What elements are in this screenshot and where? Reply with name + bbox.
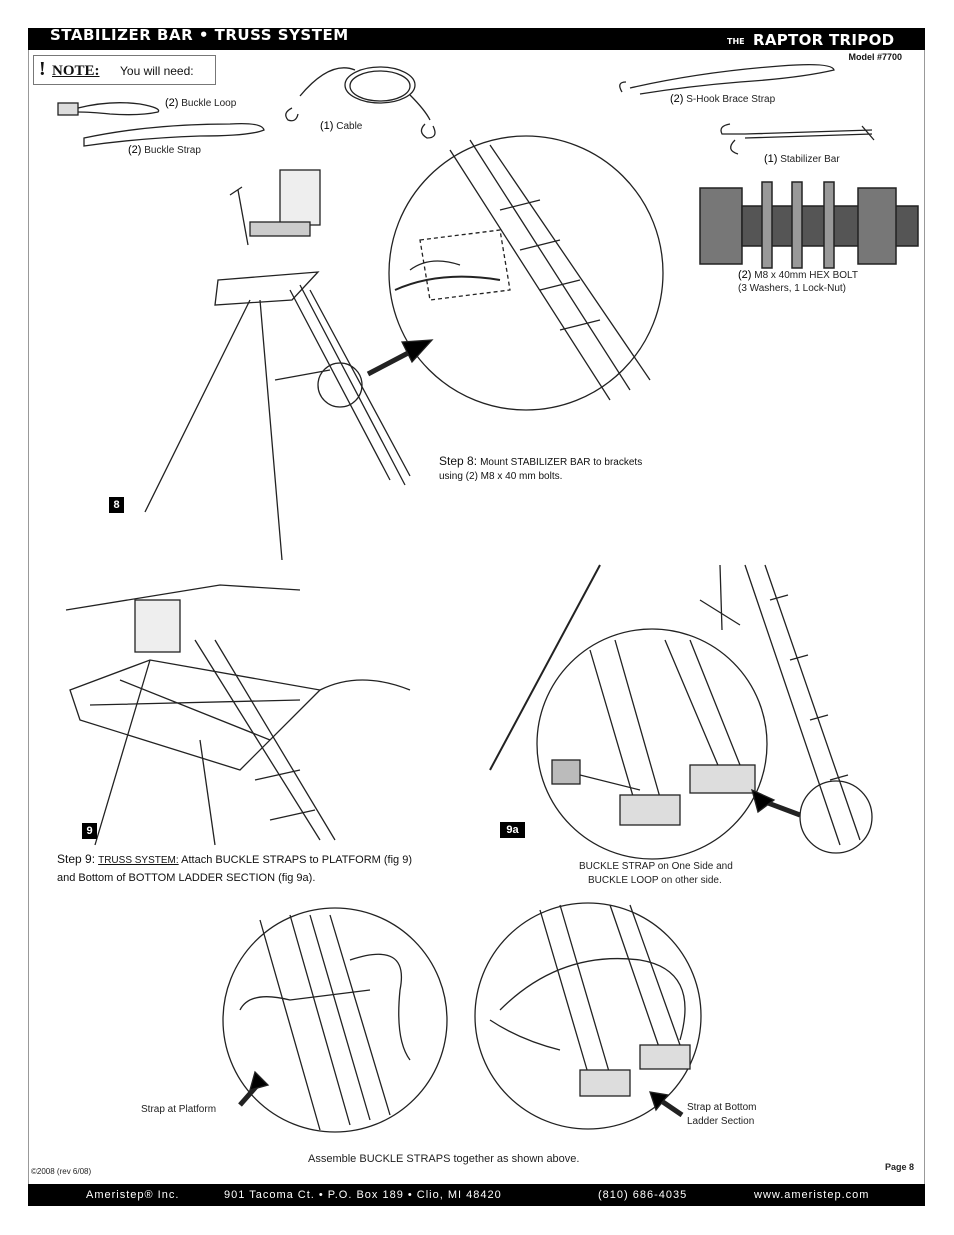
step-9-sub: TRUSS SYSTEM: [98, 855, 179, 866]
step-8-line2: using (2) M8 x 40 mm bolts. [439, 471, 563, 482]
part-buckle-strap: (2) Buckle Strap [128, 144, 201, 156]
part-stabilizer-bar: (1) Stabilizer Bar [764, 153, 840, 165]
footer-address: 901 Tacoma Ct. • P.O. Box 189 • Clio, MI… [224, 1189, 502, 1201]
brand-logo: THE RAPTOR TRIPOD [715, 28, 925, 50]
step-9-text2: and Bottom of BOTTOM LADDER SECTION [57, 872, 276, 884]
shook-strap-illustration [619, 64, 835, 95]
part-cable: (1) Cable [320, 120, 362, 132]
part-qty: (2) [165, 97, 179, 109]
copyright: ©2008 (rev 6/08) [31, 1167, 92, 1176]
page-number: Page 8 [885, 1162, 915, 1172]
footer-company: Ameristep® Inc. [86, 1189, 180, 1201]
caption-strap-bottom-2: Ladder Section [687, 1116, 755, 1127]
ladder-bottom-illustration [489, 564, 873, 860]
caption-buckle-side-2: BUCKLE LOOP on other side. [588, 875, 722, 886]
part-name: Buckle Loop [181, 98, 237, 109]
step-9-end: . [312, 872, 316, 884]
step-9-label: Step 9: [57, 852, 96, 866]
part-qty: (1) [320, 120, 334, 132]
footer-bar: Ameristep® Inc. 901 Tacoma Ct. • P.O. Bo… [28, 1184, 925, 1206]
part-qty: (2) [128, 144, 142, 156]
part-name: Buckle Strap [144, 145, 201, 156]
section-title: STABILIZER BAR • TRUSS SYSTEM [50, 26, 349, 44]
warning-icon: ! [39, 58, 46, 80]
brand-prefix: THE [727, 37, 745, 46]
cable-illustration [285, 66, 436, 139]
part-hex-bolt-detail: (3 Washers, 1 Lock-Nut) [738, 283, 846, 294]
buckle-strap-illustration [83, 122, 265, 147]
figure-9-label: 9 [82, 823, 97, 839]
part-hex-bolt: (2) M8 x 40mm HEX BOLT [738, 269, 858, 281]
strap-platform-circle [222, 907, 448, 1133]
caption-strap-platform: Strap at Platform [141, 1104, 217, 1115]
step-9-ref2: (fig 9a) [278, 872, 313, 884]
step-8-label: Step 8: [439, 454, 478, 468]
part-qty: (2) [738, 269, 752, 281]
step-8-line1: Mount STABILIZER BAR to brackets [480, 457, 643, 468]
hex-bolt-illustration [699, 181, 919, 269]
footer-phone: (810) 686-4035 [598, 1189, 688, 1201]
part-buckle-loop: (2) Buckle Loop [165, 97, 236, 109]
step-8: Step 8: Mount STABILIZER BAR to brackets [439, 452, 642, 472]
caption-buckle-side-1: BUCKLE STRAP on One Side and [579, 861, 733, 872]
part-name: Stabilizer Bar [780, 154, 840, 165]
brand-name: RAPTOR TRIPOD [753, 31, 895, 49]
caption-assemble: Assemble BUCKLE STRAPS together as shown… [308, 1153, 580, 1165]
note-label: NOTE: [52, 63, 100, 79]
arrow-icon-fig8 [366, 339, 434, 377]
bracket-detail-circle [388, 135, 664, 411]
note-text: You will need: [120, 64, 194, 78]
part-qty: (1) [764, 153, 778, 165]
note-box: ! NOTE: You will need: [33, 55, 216, 85]
step-9-ref1: (fig 9) [383, 854, 412, 866]
part-qty: (2) [670, 93, 684, 105]
step-9-line2: and Bottom of BOTTOM LADDER SECTION (fig… [57, 869, 315, 888]
header-bar: STABILIZER BAR • TRUSS SYSTEM [28, 28, 925, 50]
part-shook-strap: (2) S-Hook Brace Strap [670, 93, 775, 105]
tripod-illustration [144, 169, 411, 561]
stabilizer-bar-illustration [720, 123, 875, 155]
footer-website: www.ameristep.com [754, 1189, 870, 1201]
buckle-loop-illustration [57, 102, 160, 116]
part-name: M8 x 40mm HEX BOLT [754, 270, 858, 281]
step-9: Step 9: TRUSS SYSTEM: Attach BUCKLE STRA… [57, 850, 412, 870]
figure-9a-label: 9a [500, 822, 525, 838]
part-name: Cable [336, 121, 363, 132]
part-name: S-Hook Brace Strap [686, 94, 776, 105]
model-number: Model #7700 [848, 52, 902, 62]
caption-strap-bottom-1: Strap at Bottom [687, 1102, 757, 1113]
strap-bottom-circle [474, 902, 702, 1130]
step-9-text1: Attach BUCKLE STRAPS to PLATFORM [181, 854, 381, 866]
figure-8-label: 8 [109, 497, 124, 513]
platform-illustration [65, 584, 411, 846]
